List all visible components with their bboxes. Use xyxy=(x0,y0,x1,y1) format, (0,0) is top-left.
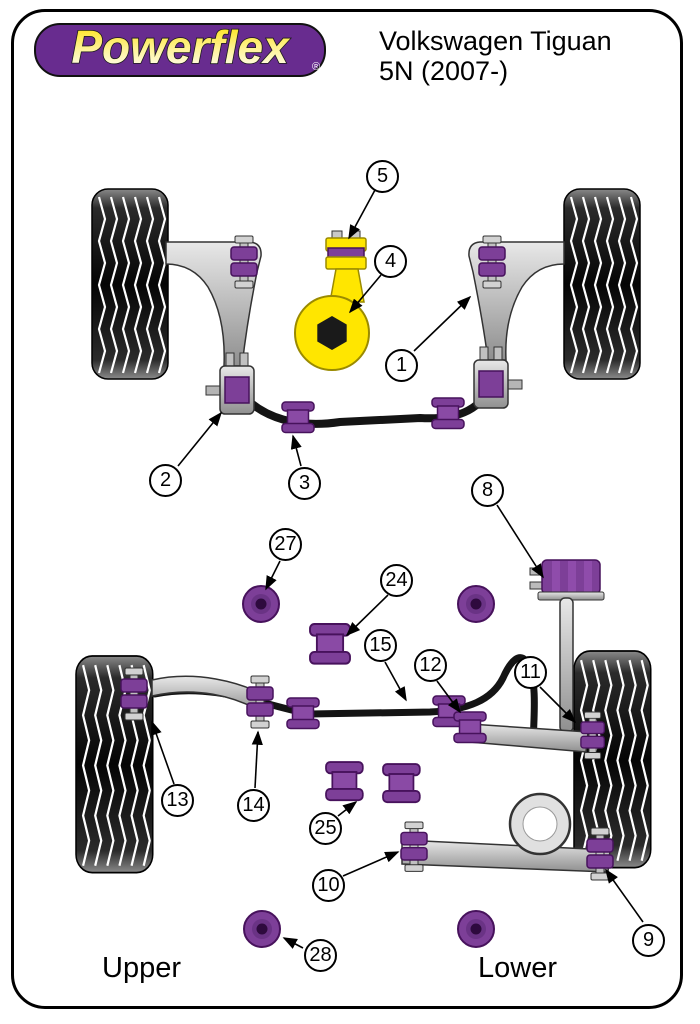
front-arb-bushing-right xyxy=(431,397,465,430)
callout-8: 8 xyxy=(471,474,504,507)
callout-5: 5 xyxy=(366,160,399,193)
donut-bushing-upper-right xyxy=(457,585,495,623)
front-right-tire xyxy=(562,187,642,381)
rear-suspension-diagram xyxy=(74,504,653,949)
rear-upper-mount-assembly xyxy=(529,559,605,733)
callout-27: 27 xyxy=(269,528,302,561)
lower-section-label: Lower xyxy=(478,952,557,984)
callout-13: 13 xyxy=(161,784,194,817)
donut-bushing-lower-right xyxy=(457,910,495,948)
page-title: Volkswagen Tiguan 5N (2007-) xyxy=(379,26,612,86)
rear-callout-arrows xyxy=(151,504,644,949)
rear-arb-bushing-left xyxy=(286,697,320,730)
callout-28: 28 xyxy=(304,939,337,972)
upper-section-label: Upper xyxy=(102,952,181,984)
rear-mount-bushing-25b xyxy=(382,763,421,804)
donut-bushing-lower-left xyxy=(243,910,281,948)
vehicle-make-model: Volkswagen Tiguan xyxy=(379,26,612,56)
powerflex-logo: Powerflex ® xyxy=(34,20,326,77)
vehicle-chassis-years: 5N (2007-) xyxy=(379,56,509,86)
callout-24: 24 xyxy=(380,564,413,597)
donut-bushing-upper-left xyxy=(242,585,280,623)
callout-3: 3 xyxy=(288,467,321,500)
callout-14: 14 xyxy=(237,789,270,822)
rear-mount-bushing-25a xyxy=(325,761,364,802)
rear-right-tire xyxy=(572,649,653,869)
callout-12: 12 xyxy=(414,649,447,682)
front-left-tire xyxy=(90,187,170,381)
callout-2: 2 xyxy=(149,464,182,497)
front-arb-bushing-left xyxy=(281,401,315,434)
callout-4: 4 xyxy=(374,245,407,278)
callout-9: 9 xyxy=(632,924,665,957)
dogbone-engine-mount xyxy=(294,230,370,371)
brand-wordmark: Powerflex xyxy=(71,21,291,73)
registered-mark: ® xyxy=(312,61,320,73)
callout-11: 11 xyxy=(514,656,547,689)
callout-25: 25 xyxy=(309,812,342,845)
callout-15: 15 xyxy=(364,629,397,662)
callout-10: 10 xyxy=(312,869,345,902)
rear-mount-bushing-24 xyxy=(309,623,351,665)
callout-1: 1 xyxy=(385,349,418,382)
hex-nut xyxy=(317,316,347,350)
rear-transverse-arm-bushing-left xyxy=(453,711,487,744)
front-suspension-diagram xyxy=(90,187,642,467)
front-callout-arrows xyxy=(177,189,472,467)
